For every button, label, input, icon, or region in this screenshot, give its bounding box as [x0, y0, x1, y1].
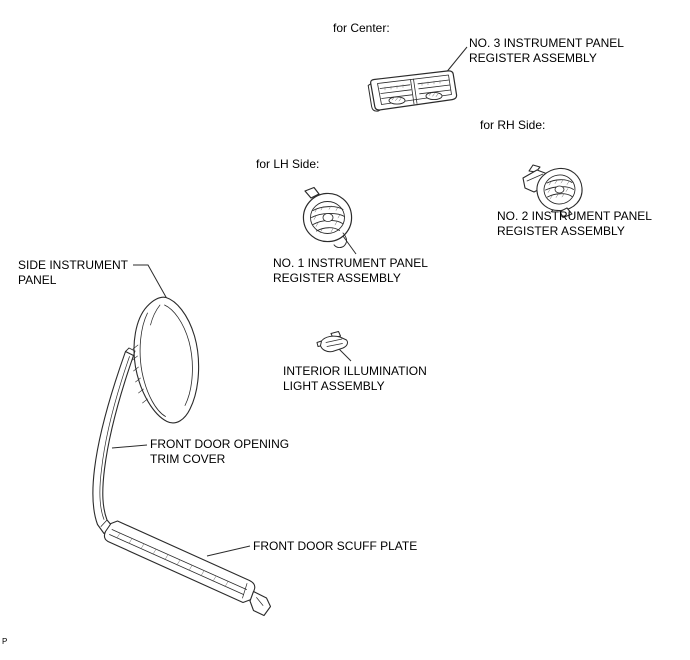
part-label-line: NO. 2 INSTRUMENT PANEL — [497, 209, 652, 223]
part-label-scuff-plate: FRONT DOOR SCUFF PLATE — [253, 539, 417, 554]
part-label-line: LIGHT ASSEMBLY — [283, 379, 385, 393]
part-label-trim-cover: FRONT DOOR OPENING TRIM COVER — [150, 437, 289, 467]
part-label-line: PANEL — [18, 273, 57, 287]
section-label-center: for Center: — [333, 21, 390, 35]
leader-illumination — [338, 348, 352, 362]
no3-register-illustration — [367, 70, 458, 112]
part-label-line: NO. 1 INSTRUMENT PANEL — [273, 256, 428, 270]
leader-no3 — [444, 46, 468, 75]
part-label-interior-illumination: INTERIOR ILLUMINATION LIGHT ASSEMBLY — [283, 364, 427, 394]
part-label-no3-register: NO. 3 INSTRUMENT PANEL REGISTER ASSEMBLY — [469, 36, 624, 66]
part-label-line: REGISTER ASSEMBLY — [497, 224, 625, 238]
part-label-line: REGISTER ASSEMBLY — [273, 271, 401, 285]
trim-cover-illustration — [92, 347, 136, 535]
part-label-line: FRONT DOOR SCUFF PLATE — [253, 539, 418, 553]
section-label-lh-side: for LH Side: — [256, 157, 320, 171]
section-label-rh-side: for RH Side: — [480, 118, 546, 132]
part-label-line: SIDE INSTRUMENT — [18, 258, 129, 272]
part-label-no1-register: NO. 1 INSTRUMENT PANEL REGISTER ASSEMBLY — [273, 256, 428, 286]
part-label-line: TRIM COVER — [150, 452, 226, 466]
leader-trim-cover — [111, 444, 148, 449]
part-label-line: REGISTER ASSEMBLY — [469, 51, 597, 65]
leader-scuff-plate — [206, 545, 251, 557]
part-label-line: NO. 3 INSTRUMENT PANEL — [469, 36, 624, 50]
interior-illumination-light-illustration — [316, 331, 348, 353]
part-label-line: INTERIOR ILLUMINATION — [283, 364, 427, 378]
leader-lines — [111, 46, 560, 557]
footer-mark: P — [2, 637, 8, 646]
part-label-no2-register: NO. 2 INSTRUMENT PANEL REGISTER ASSEMBLY — [497, 209, 652, 239]
side-instrument-panel-illustration — [132, 296, 200, 424]
leader-side-panel — [133, 264, 172, 307]
scuff-plate-illustration — [103, 520, 272, 617]
no2-register-illustration — [522, 164, 583, 219]
leader-no1 — [342, 235, 357, 255]
part-label-side-instrument-panel: SIDE INSTRUMENT PANEL — [18, 258, 128, 288]
no1-register-illustration — [302, 186, 353, 249]
part-label-line: FRONT DOOR OPENING — [150, 437, 290, 451]
